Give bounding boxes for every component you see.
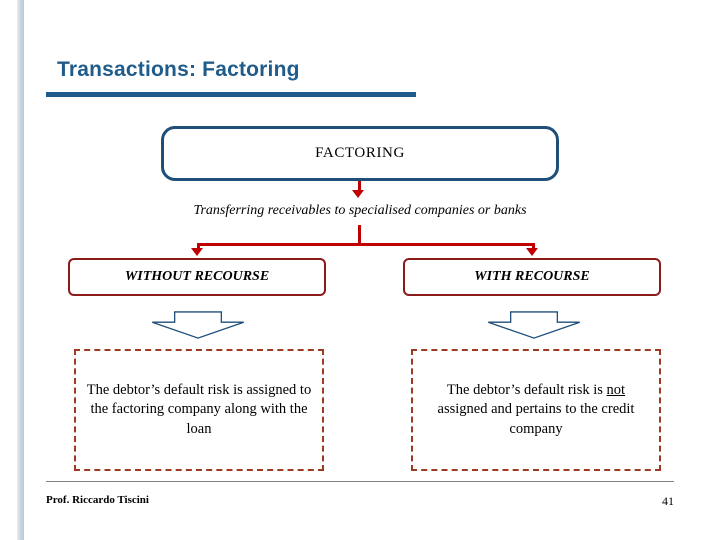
branch-label-with-recourse: WITH RECOURSE (474, 269, 590, 284)
footer-author: Prof. Riccardo Tiscini (46, 494, 149, 506)
transfer-caption: Transferring receivables to specialised … (193, 203, 527, 218)
factoring-root-box-label: FACTORING (315, 145, 405, 161)
footer-page-number: 41 (662, 494, 674, 508)
outcome-text-with-recourse-before: The debtor’s default risk is (446, 381, 607, 398)
outcome-text-without-recourse: The debtor’s default risk is assigned to… (86, 381, 312, 437)
block-arrow-right (488, 311, 580, 339)
outcome-text-with-recourse-after: assigned and pertains to the credit comp… (437, 401, 635, 437)
split-stem-line (358, 225, 361, 245)
outcome-text-with-recourse-emphasis: not (606, 381, 626, 398)
outcome-box-without-recourse: The debtor’s default risk is assigned to… (74, 349, 324, 471)
left-accent-bar-highlight (24, 0, 27, 540)
footer-divider (46, 481, 674, 482)
left-accent-bar (17, 0, 24, 540)
branch-label-without-recourse: WITHOUT RECOURSE (124, 269, 270, 284)
arrow-left-branch-head (191, 248, 203, 256)
factoring-root-box: FACTORING (161, 126, 559, 181)
title-underline-rule (46, 92, 416, 97)
arrow-right-branch-head (526, 248, 538, 256)
branch-box-with-recourse: WITH RECOURSE (403, 258, 661, 296)
split-horizontal-line (197, 243, 535, 246)
arrow-root-to-caption-line (358, 181, 361, 193)
page-title: Transactions: Factoring (57, 58, 300, 81)
branch-box-without-recourse: WITHOUT RECOURSE (68, 258, 326, 296)
outcome-box-with-recourse: The debtor’s default risk is not assigne… (411, 349, 661, 471)
split-left-drop-line (197, 243, 200, 249)
arrow-root-to-caption-head (352, 190, 364, 198)
block-arrow-left (152, 311, 244, 339)
outcome-text-with-recourse: The debtor’s default risk is not assigne… (423, 381, 649, 440)
split-right-drop-line (532, 243, 535, 249)
